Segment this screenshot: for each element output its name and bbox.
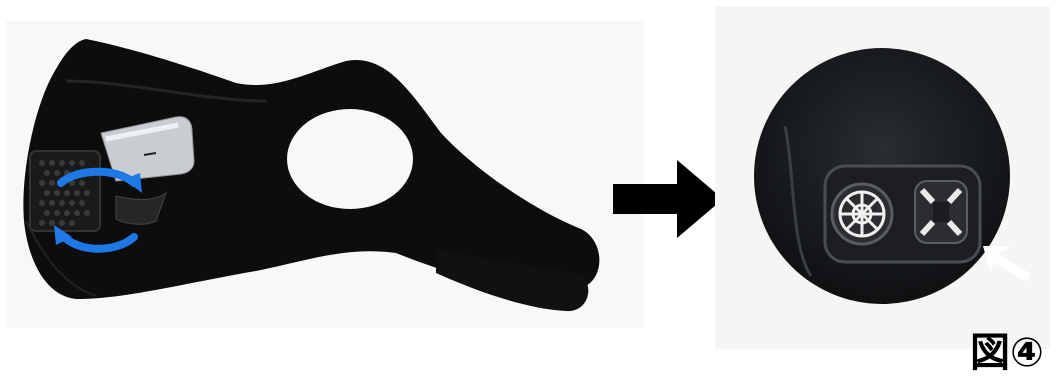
mask-photo-panel [6, 21, 644, 328]
round-filter [832, 184, 892, 244]
square-valve [915, 181, 967, 243]
closeup-illustration [715, 6, 1050, 349]
filter-grid [30, 151, 100, 231]
valve-closeup-panel [715, 6, 1050, 349]
right-arrow-icon [613, 160, 725, 238]
mask-illustration [6, 21, 644, 328]
figure-label: 図④ [970, 330, 1044, 376]
ear-hole [287, 109, 413, 209]
pointer-arrow-icon [983, 246, 1031, 282]
